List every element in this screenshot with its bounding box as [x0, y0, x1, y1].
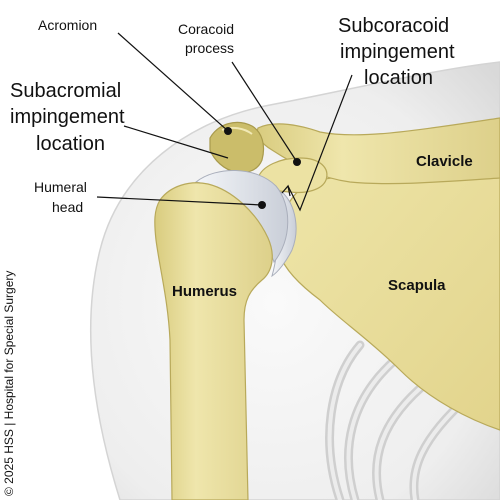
label-humeral-head-line1: Humeral — [34, 179, 87, 195]
label-coracoid-line1: Coracoid — [178, 21, 234, 37]
acromion-bone — [209, 121, 265, 174]
leader-lines — [96, 32, 353, 212]
label-humerus: Humerus — [172, 283, 237, 300]
label-humeral-head-line2: head — [52, 199, 83, 215]
label-subcoracoid-line2: impingement — [340, 41, 455, 63]
label-subacromial-line2: impingement — [10, 106, 125, 128]
label-scapula: Scapula — [388, 277, 446, 294]
label-coracoid-line2: process — [185, 40, 234, 56]
label-acromion: Acromion — [38, 17, 97, 33]
label-subcoracoid-line1: Subcoracoid — [338, 15, 449, 37]
label-subacromial-line1: Subacromial — [10, 80, 121, 102]
label-subacromial-line3: location — [36, 133, 105, 155]
humerus-bone — [154, 182, 273, 500]
label-subcoracoid-line3: location — [364, 67, 433, 89]
copyright-notice: © 2025 HSS | Hospital for Special Surger… — [2, 271, 16, 496]
label-clavicle: Clavicle — [416, 153, 473, 170]
